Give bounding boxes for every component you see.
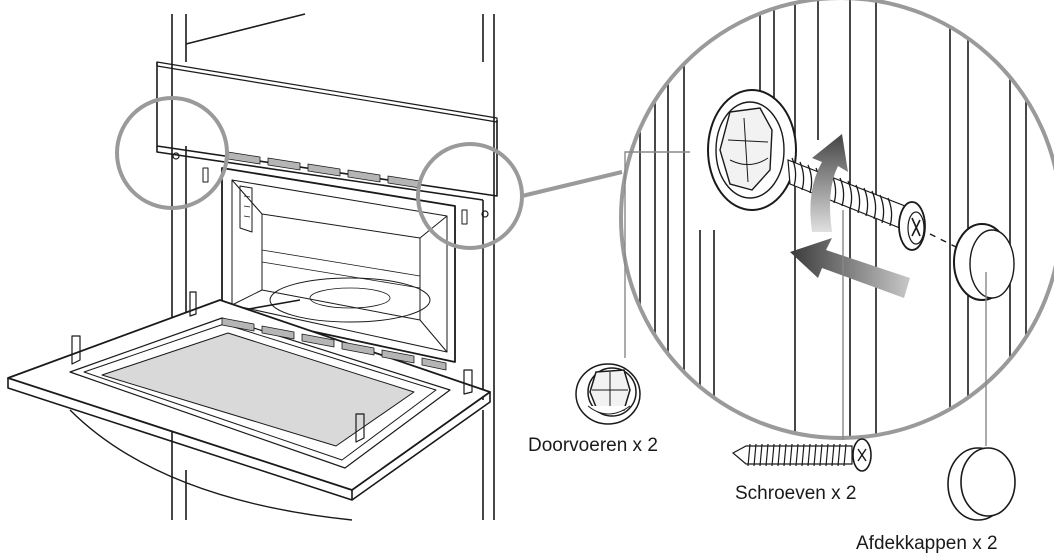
screw-part [731, 438, 872, 472]
zoom-connector [521, 170, 623, 198]
grommet-label: Doorvoeren x 2 [528, 435, 658, 456]
grommet-part [575, 363, 641, 425]
cover-cap-part [947, 447, 1016, 521]
mounting-highlight-circle-left [115, 96, 229, 210]
mounting-highlight-circle-right [416, 142, 524, 250]
insertion-arrow [790, 238, 910, 298]
screw-label: Schroeven x 2 [735, 483, 857, 504]
oven-drawing [7, 13, 498, 521]
cover-cap-label: Afdekkappen x 2 [856, 533, 998, 554]
rotation-arrow [810, 134, 848, 232]
zoom-detail-circle [619, 0, 1054, 440]
leader-lines [624, 151, 987, 446]
